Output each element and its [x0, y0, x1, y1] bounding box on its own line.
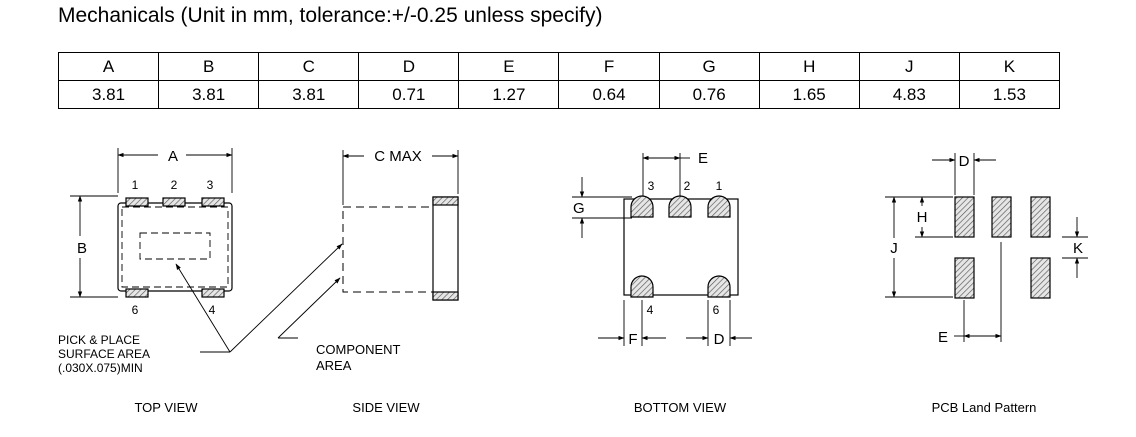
table-value-cell: 3.81 — [57, 80, 160, 109]
pin-number: 1 — [716, 179, 723, 193]
package-body-outline — [117, 202, 233, 292]
pad — [630, 275, 654, 298]
dim-f-label: F — [628, 331, 637, 348]
table-header-cell: F — [558, 52, 660, 81]
pin-number: 1 — [132, 178, 139, 192]
table-value-cell: 1.27 — [458, 80, 560, 109]
dim-h-label: H — [917, 209, 928, 226]
pad — [201, 288, 225, 298]
table-value-cell: 4.83 — [858, 80, 960, 109]
component-area-note: AREA — [316, 358, 352, 373]
dim-d-label: D — [959, 153, 970, 170]
table-value-row: 3.81 3.81 3.81 0.71 1.27 0.64 0.76 1.65 … — [57, 80, 1061, 109]
land-pad — [954, 257, 975, 299]
page-title: Mechanicals (Unit in mm, tolerance:+/-0.… — [58, 4, 603, 27]
table-header-cell: G — [658, 52, 760, 81]
component-lid — [432, 196, 459, 301]
pin-number: 6 — [132, 303, 139, 317]
pad — [201, 197, 225, 207]
table-header-row: A B C D E F G H J K — [57, 52, 1061, 81]
bottom-view — [572, 153, 752, 346]
table-header-cell: E — [458, 52, 560, 81]
land-pad — [991, 196, 1012, 238]
pad — [125, 197, 149, 207]
pick-place-note: PICK & PLACE — [58, 333, 140, 347]
dim-e-label: E — [938, 329, 948, 346]
land-pad — [1030, 196, 1051, 238]
table-value-cell: 0.71 — [358, 80, 460, 109]
dimension-table: A B C D E F G H J K 3.81 3.81 3.81 0.71 … — [57, 52, 1061, 109]
dim-g-label: G — [573, 200, 585, 217]
table-header-cell: K — [958, 52, 1061, 81]
side-view-caption: SIDE VIEW — [352, 400, 420, 415]
top-view-caption: TOP VIEW — [134, 400, 198, 415]
table-header-cell: A — [57, 52, 160, 81]
pad — [707, 275, 731, 298]
dim-k-label: K — [1073, 240, 1083, 257]
dim-b-label: B — [77, 240, 87, 257]
pad — [707, 195, 731, 218]
pcb-land-pattern — [885, 153, 1088, 342]
pad — [162, 197, 186, 207]
pin-number: 4 — [209, 303, 216, 317]
table-header-cell: C — [258, 52, 360, 81]
component-area-note: COMPONENT — [316, 342, 401, 357]
dim-a-label: A — [168, 148, 178, 165]
pin-number: 4 — [647, 303, 654, 317]
side-view — [277, 150, 459, 339]
table-value-cell: 0.76 — [658, 80, 760, 109]
pad — [668, 195, 692, 218]
dim-c-label: C MAX — [374, 148, 422, 165]
pin-number: 6 — [713, 303, 720, 317]
land-pad — [1030, 257, 1051, 299]
pcb-view-caption: PCB Land Pattern — [932, 400, 1037, 415]
top-view — [70, 148, 343, 353]
pad — [630, 195, 654, 218]
pad — [125, 288, 149, 298]
dim-d-label: D — [714, 331, 725, 348]
dim-e-label: E — [698, 150, 708, 167]
pick-place-note: (.030X.075)MIN — [58, 361, 143, 375]
land-pad — [954, 196, 975, 238]
pin-number: 2 — [684, 179, 691, 193]
bottom-view-caption: BOTTOM VIEW — [634, 400, 727, 415]
pin-number: 2 — [171, 178, 178, 192]
table-value-cell: 1.53 — [958, 80, 1061, 109]
table-value-cell: 3.81 — [258, 80, 360, 109]
pick-place-note: SURFACE AREA — [58, 347, 150, 361]
pin-number: 3 — [207, 178, 214, 192]
pick-place-area — [139, 232, 211, 260]
table-value-cell: 1.65 — [758, 80, 860, 109]
pin-number: 3 — [648, 179, 655, 193]
dim-j-label: J — [890, 240, 898, 257]
table-header-cell: B — [158, 52, 260, 81]
